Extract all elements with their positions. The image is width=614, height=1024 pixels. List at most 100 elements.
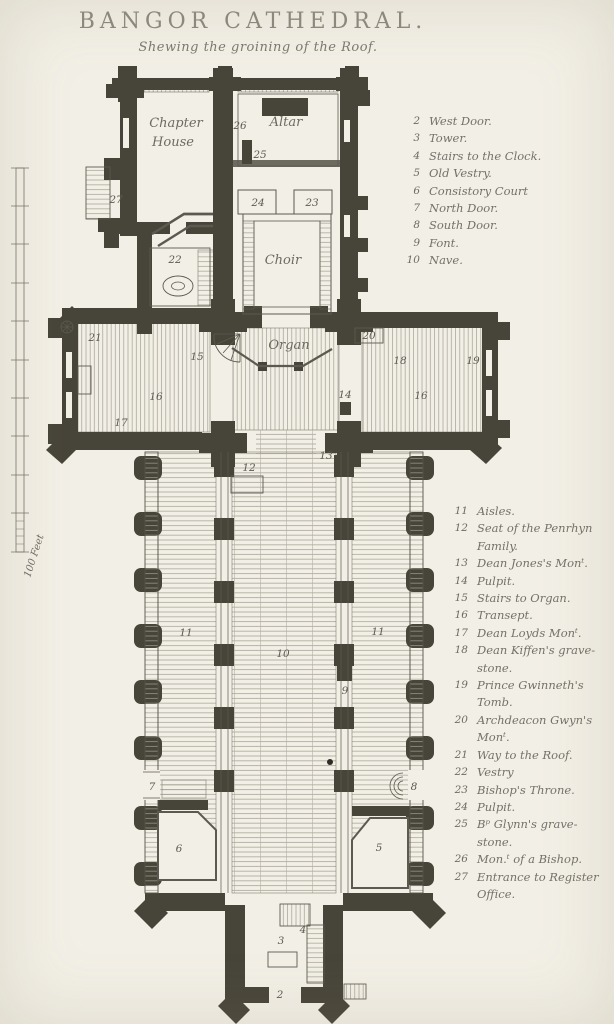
legend-item-label: Dean Loyds Monᵗ.	[477, 625, 582, 640]
legend-item-label: Seat of the Penrhyn Family.	[477, 521, 593, 553]
legend-item-label: Mon.ᵗ of a Bishop.	[477, 852, 582, 867]
legend-item-label: Entrance to Register Office.	[477, 869, 599, 901]
legend-item-12: 12 Seat of the Penrhyn Family.	[450, 520, 610, 555]
plan-number-4: 4	[299, 924, 307, 936]
legend-item-18: 18 Dean Kiffen's grave-stone.	[450, 642, 610, 677]
legend-item-label: Dean Kiffen's grave-stone.	[477, 643, 596, 675]
page-subtitle: Shewing the groining of the Roof.	[138, 40, 378, 55]
legend-item-number: 4	[413, 149, 420, 162]
plan-number-5: 5	[376, 842, 383, 854]
door-openings	[66, 118, 492, 800]
plan-number-26: 26	[232, 120, 247, 132]
plan-number-3: 3	[278, 935, 285, 947]
legend-item-label: Dean Jones's Monᵗ.	[477, 556, 588, 571]
legend-item-label: Stairs to the Clock.	[429, 148, 542, 163]
legend-item-label: Nave.	[429, 253, 463, 268]
legend-item-14: 14 Pulpit.	[450, 573, 610, 590]
legend-item-3: 3 Tower.	[402, 130, 602, 147]
plan-number-19: 19	[466, 355, 480, 367]
legend-item-number: 26	[454, 853, 468, 866]
legend-item-label: Old Vestry.	[429, 166, 492, 181]
legend-item-number: 16	[454, 609, 468, 622]
legend-item-number: 2	[413, 115, 420, 127]
plan-number-23: 23	[304, 197, 319, 209]
legend-item-17: 17 Dean Loyds Monᵗ.	[450, 625, 610, 642]
legend-item-label: South Door.	[429, 218, 498, 233]
scale-bar	[11, 167, 29, 553]
plan-number-8: 8	[411, 781, 418, 793]
legend-item-number: 25	[454, 818, 468, 831]
legend-item-label: Transept.	[477, 608, 533, 623]
page-title: BANGOR CATHEDRAL.	[78, 9, 428, 34]
legend-item-label: Vestry	[477, 765, 514, 780]
legend-item-label: Bᵖ Glynn's grave-stone.	[477, 817, 578, 849]
legend-item-number: 14	[454, 574, 468, 587]
legend-item-number: 23	[454, 783, 468, 796]
room-label-choir: Choir	[265, 253, 302, 268]
room-label-altar: Altar	[269, 115, 304, 130]
legend-item-number: 10	[406, 254, 420, 267]
plan-number-17: 17	[114, 417, 128, 429]
legend-item-26: 26 Mon.ᵗ of a Bishop.	[450, 851, 610, 868]
plan-number-20: 20	[361, 330, 376, 342]
plan-number-15: 15	[190, 351, 204, 363]
legend-item-number: 11	[454, 505, 468, 517]
plan-number-2: 2	[276, 989, 284, 1001]
legend-item-21: 21 Way to the Roof.	[450, 747, 610, 764]
plan-number-22: 22	[167, 254, 182, 266]
legend-item-2: 2 West Door.	[402, 113, 602, 130]
plan-number-24: 24	[250, 197, 264, 209]
legend-item-label: Aisles.	[477, 504, 515, 518]
legend-item-number: 18	[454, 644, 468, 657]
plan-number-11: 11	[371, 626, 384, 638]
room-label-house: House	[151, 135, 194, 150]
legend-item-label: Pulpit.	[477, 799, 516, 814]
legend-item-label: Tower.	[429, 131, 468, 146]
legend-item-number: 7	[413, 202, 420, 215]
legend-item-number: 13	[454, 557, 468, 570]
legend-item-23: 23 Bishop's Throne.	[450, 782, 610, 799]
legend-item-label: Stairs to Organ.	[477, 591, 571, 606]
legend-item-label: Pulpit.	[477, 573, 516, 588]
plan-number-6: 6	[176, 843, 183, 855]
legend-item-number: 27	[454, 870, 468, 883]
legend-item-number: 3	[413, 132, 420, 145]
legend-item-label: Consistory Court	[429, 183, 529, 198]
plan-number-13: 13	[319, 450, 333, 462]
plan-number-14: 14	[338, 389, 351, 401]
legend-item-number: 15	[454, 592, 468, 605]
legend-item-label: North Door.	[429, 201, 499, 216]
legend-item-number: 21	[454, 748, 468, 761]
plan-number-12: 12	[242, 462, 256, 474]
legend-item-label: West Door.	[429, 114, 492, 128]
plan-number-7: 7	[149, 781, 156, 793]
plan-number-16: 16	[414, 390, 428, 402]
legend-item-number: 17	[454, 626, 468, 639]
legend-item-27: 27 Entrance to Register Office.	[450, 869, 610, 904]
legend-item-25: 25 Bᵖ Glynn's grave-stone.	[450, 816, 610, 851]
legend-item-number: 19	[454, 679, 468, 692]
plan-number-25: 25	[252, 149, 267, 161]
legend-item-10: 10 Nave.	[402, 252, 602, 269]
legend-item-number: 20	[454, 713, 468, 726]
legend-item-number: 8	[413, 219, 420, 232]
legend-item-number: 9	[413, 236, 420, 249]
legend-item-8: 8 South Door.	[402, 217, 602, 234]
scale-bar-label: 100 Feet	[22, 532, 47, 579]
plan-number-11: 11	[179, 627, 192, 639]
room-label-organ: Organ	[268, 338, 309, 353]
legend-item-number: 12	[454, 522, 468, 535]
legend-item-label: Bishop's Throne.	[477, 782, 575, 797]
plan-number-27: 27	[108, 194, 123, 206]
legend-item-7: 7 North Door.	[402, 200, 602, 217]
legend-item-16: 16 Transept.	[450, 607, 610, 624]
legend-item-15: 15 Stairs to Organ.	[450, 590, 610, 607]
legend-item-label: Way to the Roof.	[477, 747, 573, 762]
plan-number-10: 10	[276, 648, 290, 660]
